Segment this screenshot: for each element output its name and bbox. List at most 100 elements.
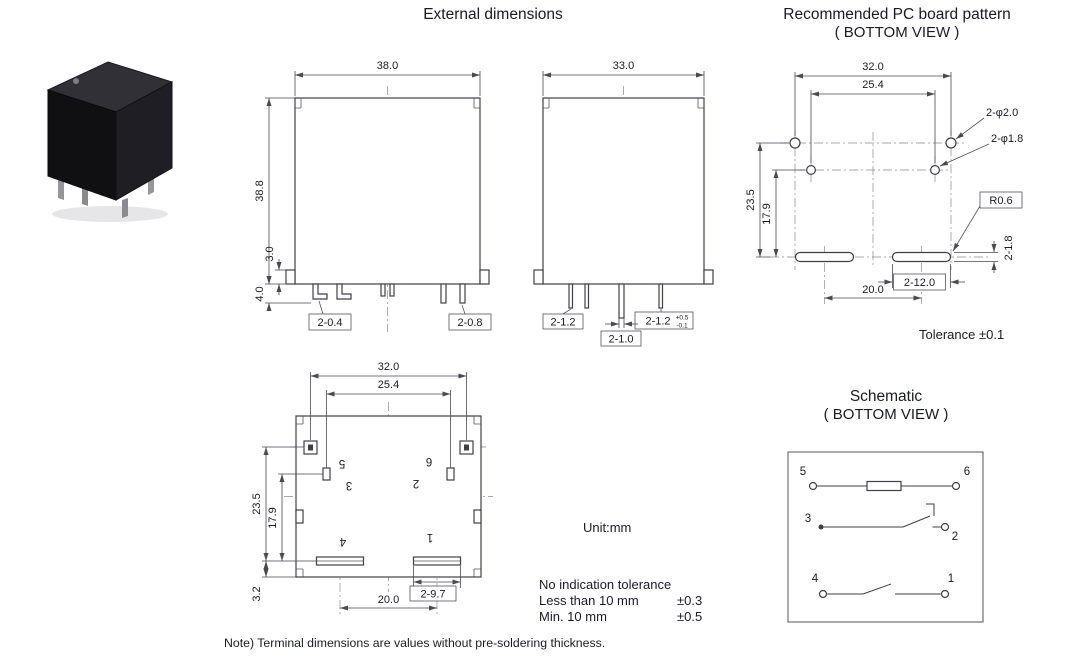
- dim-bottom-height-c: 3.2: [251, 586, 263, 601]
- photo-shadow: [52, 206, 168, 222]
- tolerance-row-1: Less than 10 mm ±0.3: [539, 593, 779, 609]
- tolerance-note-block: No indication tolerance Less than 10 mm …: [539, 577, 779, 625]
- label-pin-1-2-right: 2-1.2: [645, 316, 670, 328]
- schematic-drawing: 5 6 3 2 4 1: [787, 451, 984, 623]
- side-view-drawing: 33.0 2-1.2 2-1.2 +0.5 -0.1 2-1.0: [533, 60, 714, 347]
- terminal-hook: [312, 283, 328, 300]
- schematic-pin1-terminal: [940, 589, 950, 599]
- slot-right: [891, 251, 952, 263]
- terminal-blade: [459, 283, 466, 304]
- schematic-pin4-terminal: [818, 589, 828, 599]
- side-terminal-labels: 2-1.2 2-1.2 +0.5 -0.1 2-1.0: [542, 308, 694, 347]
- tolerance-row-2-label: Min. 10 mm: [539, 609, 607, 624]
- hole-1-8-left: [805, 164, 816, 175]
- pcb-dimensions: 32.0 25.4 23.5 17.9 2-φ2.0 2-φ1.8 R0.6 2…: [745, 61, 1023, 301]
- pcb-pattern-drawing: 32.0 25.4 23.5 17.9 2-φ2.0 2-φ1.8 R0.6 2…: [745, 61, 1023, 304]
- pin-number-3: 3: [346, 479, 352, 491]
- dim-bottom-height-b: 17.9: [267, 507, 279, 528]
- schematic-coil: [808, 480, 961, 492]
- schematic-pin-1: 1: [948, 573, 954, 585]
- tolerance-note-title: No indication tolerance: [539, 577, 672, 592]
- terminal-pin: [584, 283, 590, 309]
- bottom-pin-numbers: 5 6 3 2 4 1: [339, 455, 433, 547]
- terminal-pin-long: [618, 283, 625, 319]
- schematic-pin-labels: 5 6 3 2 4 1: [800, 466, 970, 585]
- pin-number-4: 4: [339, 535, 346, 547]
- label-slot-radius: R0.6: [989, 195, 1012, 207]
- side-dimensions: 33.0: [542, 60, 705, 96]
- title-pcb-line1: Recommended PC board pattern: [783, 6, 1011, 23]
- hole-2-0-right: [945, 137, 957, 149]
- title-pcb-pattern: Recommended PC board pattern ( BOTTOM VI…: [742, 6, 1052, 41]
- dim-front-width: 38.0: [377, 60, 398, 72]
- dim-pcb-height-b: 17.9: [761, 203, 773, 224]
- front-dimensions: 38.0 38.8 3.0 4.0: [254, 60, 481, 311]
- schematic-pin-3: 3: [805, 513, 811, 525]
- title-pcb-line2: ( BOTTOM VIEW ): [834, 24, 960, 41]
- dim-slot-height: 2-1.8: [1003, 235, 1015, 260]
- title-schematic-line2: ( BOTTOM VIEW ): [823, 406, 949, 423]
- label-pin-1-0: 2-1.0: [608, 334, 633, 346]
- dim-bottom-height-a: 23.5: [251, 493, 263, 514]
- pcb-centerlines: [770, 130, 988, 304]
- pin-number-2: 2: [413, 477, 419, 489]
- dim-front-step: 3.0: [264, 246, 276, 261]
- hole-1-8-right: [930, 164, 941, 175]
- terminal-footnote: Note) Terminal dimensions are values wit…: [224, 636, 606, 650]
- dim-bottom-width-outer: 32.0: [378, 361, 399, 373]
- dim-slot-length: 2-12.0: [904, 277, 935, 289]
- pcb-holes-and-slots: [789, 137, 957, 263]
- terminal-pin: [568, 283, 574, 309]
- label-hole-outer: 2-φ2.0: [986, 107, 1018, 119]
- dim-pcb-width-inner: 25.4: [862, 79, 883, 91]
- front-terminal-labels: 2-0.4 2-0.8: [308, 300, 492, 331]
- schematic-pin-5: 5: [800, 466, 806, 478]
- label-terminal-0-8: 2-0.8: [457, 317, 482, 329]
- tolerance-row-2: Min. 10 mm ±0.5: [539, 609, 779, 625]
- tolerance-row-1-value: ±0.3: [677, 593, 703, 608]
- dim-pcb-width-outer: 32.0: [862, 61, 883, 73]
- dim-front-pin-length: 4.0: [254, 286, 266, 301]
- pcb-tolerance-note: Tolerance ±0.1: [919, 327, 1005, 342]
- dim-front-height: 38.8: [254, 180, 266, 201]
- tolerance-row-1-label: Less than 10 mm: [539, 593, 639, 608]
- photo-highlight: [73, 78, 79, 84]
- bottom-view-drawing: 5 6 3 2 4 1 32.0 25.4 23.5 17.9 3.2: [251, 361, 493, 614]
- schematic-pin5-terminal: [808, 481, 818, 491]
- terminal-blade: [440, 283, 447, 304]
- schematic-pin6-terminal: [951, 481, 961, 491]
- label-tol-minus: -0.1: [676, 323, 688, 330]
- slot-left: [794, 251, 855, 263]
- schematic-pin-6: 6: [964, 466, 970, 478]
- pin-number-6: 6: [426, 455, 432, 467]
- label-terminal-0-4: 2-0.4: [317, 317, 342, 329]
- terminal-pin: [380, 283, 386, 297]
- label-tol-plus: +0.5: [676, 315, 689, 322]
- dim-pcb-slot-pitch: 20.0: [862, 284, 883, 296]
- terminal-pin: [389, 283, 395, 297]
- relay-product-photo: [46, 61, 174, 222]
- title-schematic: Schematic ( BOTTOM VIEW ): [786, 388, 986, 423]
- schematic-pin2-terminal: [940, 522, 950, 532]
- hole-2-0-left: [789, 137, 801, 149]
- dim-pcb-height-a: 23.5: [745, 189, 757, 210]
- label-hole-inner: 2-φ1.8: [991, 133, 1023, 145]
- terminal-inner-left: [322, 467, 331, 481]
- label-slot-2-9-7: 2-9.7: [420, 589, 445, 601]
- title-external-dimensions: External dimensions: [423, 6, 563, 23]
- tolerance-row-2-value: ±0.5: [677, 609, 703, 624]
- dim-side-width: 33.0: [613, 60, 634, 72]
- bottom-dimensions: 32.0 25.4 23.5 17.9 3.2 2-9.7 20.0: [251, 361, 467, 611]
- side-body: [533, 97, 714, 319]
- dim-bottom-slot-pitch: 20.0: [378, 594, 399, 606]
- bottom-body: [295, 415, 482, 578]
- relay-body-photo: [46, 61, 174, 218]
- pin-number-5: 5: [339, 457, 345, 469]
- unit-note: Unit:mm: [583, 520, 632, 535]
- schematic-contact-4-1: [818, 583, 950, 599]
- terminal-pin: [658, 283, 664, 309]
- schematic-contact-3-2: [818, 503, 950, 532]
- schematic-pin-4: 4: [812, 573, 819, 585]
- pin-number-1: 1: [427, 531, 433, 543]
